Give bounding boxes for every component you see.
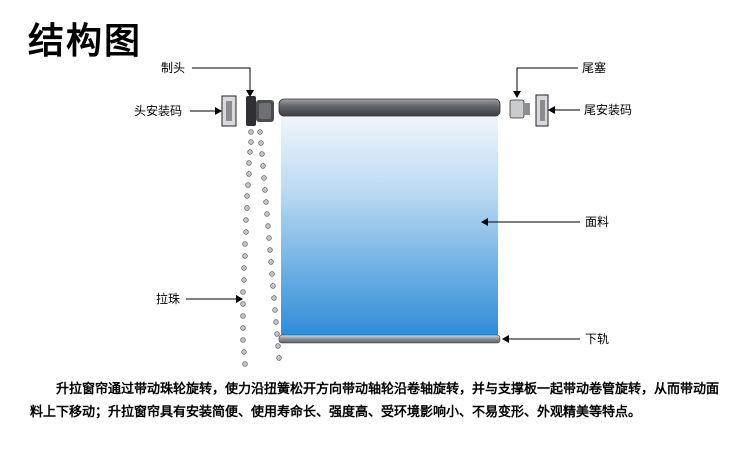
tail-mount-arrow: [548, 106, 555, 114]
bottom-rail: [278, 334, 501, 344]
page-title: 结构图: [28, 21, 143, 62]
bead-chain: [240, 129, 282, 367]
tail-plug-arrow: [513, 91, 521, 98]
label-bottom-rail: 下轨: [585, 332, 609, 346]
description-text: 升拉窗帘通过带动珠轮旋转，使力沿扭簧松开方向带动轴轮沿卷轴旋转，并与支撑板一起带…: [30, 382, 720, 420]
bead-chain-arrow: [236, 295, 243, 303]
head-mount-bracket: [221, 95, 237, 127]
brake-head-part: [246, 96, 274, 126]
fabric-arrow: [481, 218, 488, 226]
brake-head-leader: [192, 67, 251, 92]
label-tail-plug: 尾塞: [582, 60, 606, 75]
tail-plug-part: [509, 99, 530, 119]
head-mount-arrow: [215, 107, 222, 115]
structure-diagram: 制头 头安装码 尾塞 尾安装码 面料 拉珠 下轨: [134, 60, 632, 367]
bottom-rail-arrow: [502, 335, 509, 343]
label-brake-head: 制头: [161, 61, 185, 75]
fabric-panel: [281, 114, 498, 340]
label-tail-mount: 尾安装码: [584, 102, 632, 117]
label-head-mount: 头安装码: [134, 103, 182, 118]
tail-plug-leader: [516, 67, 578, 93]
tail-mount-bracket: [535, 94, 549, 127]
label-fabric: 面料: [585, 215, 609, 229]
roller-tube: [278, 98, 501, 117]
label-bead-chain: 拉珠: [156, 291, 180, 306]
brake-head-arrow: [246, 90, 254, 97]
